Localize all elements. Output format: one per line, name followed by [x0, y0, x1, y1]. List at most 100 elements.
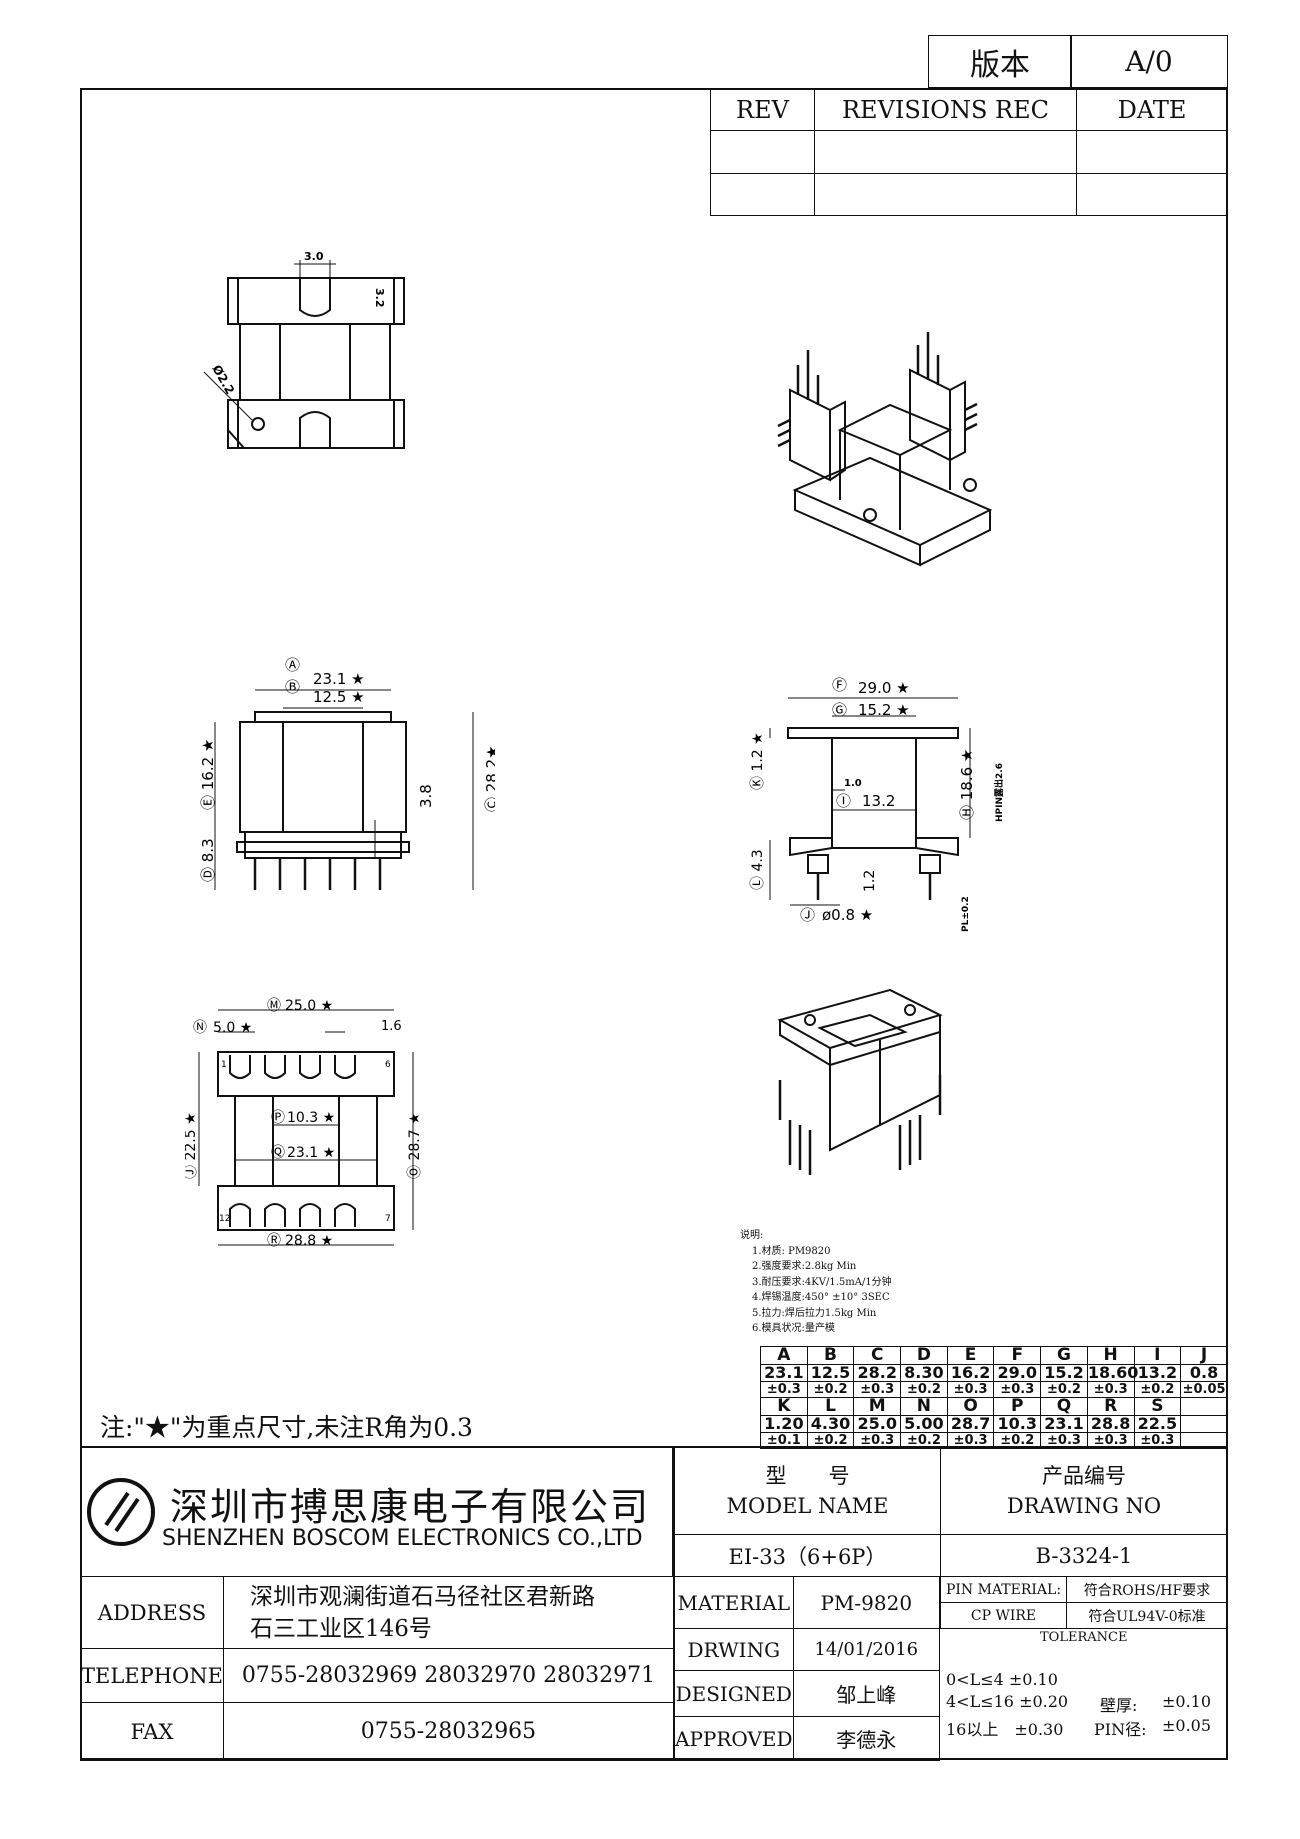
- circle-f: Ⓕ: [832, 676, 847, 694]
- drwing-label: DRWING: [674, 1628, 794, 1671]
- dim-table-cell: 22.5: [1133, 1415, 1182, 1433]
- dim-j-0-8: ø0.8 ★: [822, 906, 873, 924]
- dim-table-cell: C: [853, 1346, 902, 1365]
- fax-label: FAX: [80, 1702, 224, 1761]
- dim-3-2: 3.2: [373, 288, 386, 308]
- dim-1-0: 1.0: [844, 778, 862, 789]
- pin-diameter-label: PIN径:: [1094, 1720, 1147, 1739]
- top-view-drawing: 3.0 3.2 Ø2.2: [203, 250, 405, 449]
- pin-diameter-value: ±0.05: [1162, 1716, 1212, 1735]
- wall-thickness-value: ±0.10: [1162, 1692, 1212, 1711]
- company-section: [80, 1446, 674, 1576]
- telephone-value: 0755-28032969 28032970 28032971: [222, 1648, 675, 1703]
- dim-table-cell: N: [900, 1397, 948, 1416]
- title-block: [80, 1446, 1228, 1760]
- rev-cell: [710, 130, 815, 174]
- address-value: 深圳市观澜街道石马径社区君新路 石三工业区146号: [222, 1576, 675, 1649]
- pin-material-value: 符合ROHS/HF要求: [1066, 1576, 1228, 1603]
- note-item: 4.焊锡温度:450° ±10° 3SEC: [752, 1292, 890, 1303]
- dim-h-18-6: Ⓗ 18.6 ★: [958, 749, 976, 820]
- dim-table-cell: A: [760, 1346, 808, 1365]
- dim-table-cell: ±0.3: [946, 1432, 995, 1449]
- dim-d-8-3: Ⓓ 8.3: [199, 838, 217, 882]
- dim-table-cell: ±0.2: [900, 1432, 948, 1449]
- note-item: 2.强度要求:2.8kg Min: [752, 1261, 857, 1272]
- approved-value: 李德永: [792, 1716, 941, 1761]
- cp-wire-value: 符合UL94V-0标准: [1066, 1602, 1228, 1629]
- notes-title: 说明:: [740, 1230, 764, 1241]
- rev-date-cell: [1076, 173, 1228, 216]
- dim-table-cell: 10.3: [993, 1415, 1042, 1433]
- dim-table-cell: E: [946, 1346, 995, 1365]
- dim-table-cell: 18.60: [1086, 1363, 1139, 1382]
- note-item: 6.模具状况:量产模: [752, 1323, 835, 1334]
- side-view-drawing: Ⓕ 29.0 ★ Ⓖ 15.2 ★ Ⓚ 1.2 ★ Ⓘ 1.0 13.2 Ⓗ 1…: [750, 676, 1005, 932]
- dim-n-5-0: 5.0 ★: [213, 1020, 252, 1036]
- company-logo: [87, 1478, 155, 1546]
- rev-rec-cell: [814, 130, 1077, 174]
- dim-13-2: 13.2: [862, 792, 895, 810]
- dim-table-cell: P: [993, 1397, 1042, 1416]
- dim-table-cell: 25.0: [853, 1415, 902, 1433]
- dim-table-cell: R: [1086, 1397, 1135, 1416]
- note-item: 1.材质: PM9820: [752, 1245, 831, 1257]
- version-value: A/0: [1070, 35, 1228, 88]
- pin-7: 7: [385, 1214, 391, 1224]
- pin-material-table: PIN MATERIAL: 符合ROHS/HF要求 CP WIRE 符合UL94…: [940, 1576, 1228, 1629]
- circle-g: Ⓖ: [832, 701, 847, 719]
- dim-table-cell: ±0.2: [1133, 1381, 1182, 1398]
- dim-table-cell: 28.8: [1086, 1415, 1135, 1433]
- drawing-no-value: B-3324-1: [940, 1534, 1228, 1577]
- circle-b: Ⓑ: [285, 678, 300, 696]
- rev-date-cell: [1076, 130, 1228, 174]
- dim-q-23-1: 23.1 ★: [287, 1145, 335, 1161]
- dim-table-cell: 28.7: [946, 1415, 995, 1433]
- bottom-view-drawing: Ⓜ 25.0 ★ Ⓝ 5.0 ★ 1.6 Ⓟ 10.3 ★ Ⓠ 23.1 ★ Ⓙ…: [185, 998, 423, 1249]
- circle-p: Ⓟ: [271, 1110, 285, 1126]
- dim-table-cell: I: [1133, 1346, 1182, 1365]
- model-table: 型 号 MODEL NAME 产品编号 DRAWING NO EI-33（6+6…: [674, 1446, 1228, 1577]
- address-label: ADDRESS: [80, 1576, 224, 1649]
- model-value: EI-33（6+6P）: [674, 1534, 941, 1577]
- tolerance-line-3: 16以上 ±0.30: [946, 1720, 1064, 1739]
- dim-e-16-2: Ⓔ 16.2 ★: [199, 739, 217, 810]
- date-header: DATE: [1076, 88, 1228, 131]
- notes-block: 说明: 1.材质: PM9820 2.强度要求:2.8kg Min 3.耐压要求…: [740, 1228, 892, 1337]
- dim-o-28-7: Ⓞ 28.7 ★: [407, 1112, 423, 1179]
- dim-pl-0-2: PL±0.2: [961, 896, 971, 932]
- dim-table-cell: 15.2: [1040, 1364, 1088, 1382]
- note-item: 5.拉力:焊后拉力1.5kg Min: [752, 1307, 877, 1319]
- dim-table-cell: 29.0: [993, 1364, 1042, 1382]
- dim-table-cell: 13.2: [1133, 1364, 1182, 1382]
- cp-wire-label: CP WIRE: [940, 1602, 1067, 1629]
- rev-cell: [710, 173, 815, 216]
- circle-a: Ⓐ: [285, 656, 300, 674]
- dim-table-cell: 4.30: [806, 1415, 855, 1433]
- material-label: MATERIAL: [674, 1576, 794, 1629]
- dim-table-cell: J: [1180, 1346, 1228, 1365]
- company-name-cn: 深圳市搏思康电子有限公司: [170, 1485, 651, 1529]
- circle-n: Ⓝ: [193, 1020, 207, 1036]
- pin-12: 12: [219, 1214, 230, 1224]
- dim-table-cell: 1.20: [760, 1415, 808, 1433]
- dim-phi-2-2: Ø2.2: [209, 363, 237, 397]
- version-label: 版本: [928, 35, 1072, 88]
- dim-1-6: 1.6: [381, 1019, 402, 1034]
- dim-table-cell: G: [1040, 1346, 1088, 1365]
- dim-l-4-3: Ⓛ 4.3: [750, 849, 766, 890]
- circle-q: Ⓠ: [271, 1145, 285, 1161]
- telephone-label: TELEPHONE: [80, 1648, 224, 1703]
- dim-table-cell: H: [1086, 1346, 1135, 1365]
- dim-3-0: 3.0: [304, 250, 324, 263]
- dim-table-cell: M: [853, 1397, 902, 1416]
- dim-table-cell: 23.1: [1040, 1415, 1088, 1433]
- dim-b-12-5: 12.5 ★: [313, 688, 365, 706]
- dim-table-cell: ±0.2: [900, 1381, 948, 1398]
- circle-m: Ⓜ: [267, 998, 281, 1014]
- tolerance-label: TOLERANCE: [1040, 1630, 1128, 1645]
- dim-table-cell: F: [993, 1346, 1042, 1365]
- designed-label: DESIGNED: [674, 1670, 794, 1717]
- key-dimension-note: 注:"★"为重点尺寸,未注R角为0.3: [100, 1413, 473, 1442]
- fax-value: 0755-28032965: [222, 1702, 675, 1761]
- wall-thickness-label: 壁厚:: [1100, 1696, 1138, 1715]
